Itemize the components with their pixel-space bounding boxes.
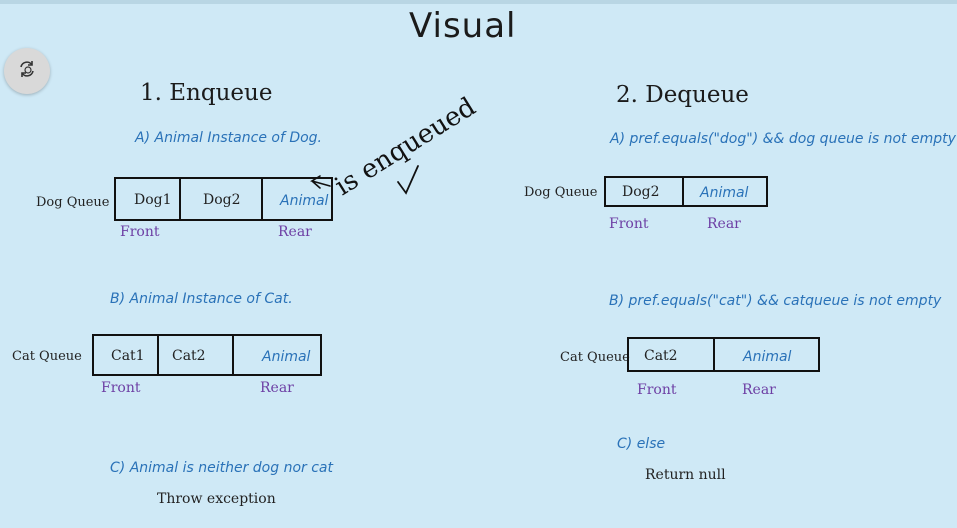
enqueue-dog-queue: Dog1 Dog2 Animal [114, 177, 333, 221]
dequeue-c-action: Return null [645, 467, 726, 483]
dequeue-c-label: C) else [617, 436, 666, 452]
enqueue-dog-rear: Rear [278, 224, 312, 240]
enqueue-c-label: C) Animal is neither dog nor cat [110, 460, 333, 476]
queue-cell: Cat2 [644, 348, 678, 364]
divider [713, 339, 715, 370]
dequeue-cat-front: Front [637, 382, 677, 398]
divider [232, 336, 234, 374]
dequeue-cat-queue-label: Cat Queue [560, 350, 630, 365]
enqueue-cat-rear: Rear [260, 380, 294, 396]
dequeue-dog-rear: Rear [707, 216, 741, 232]
divider [179, 179, 181, 219]
queue-cell: Animal [262, 349, 311, 365]
enqueue-cat-queue-label: Cat Queue [12, 349, 82, 364]
divider [682, 178, 684, 205]
queue-cell: Dog2 [622, 184, 660, 200]
queue-cell: Animal [700, 185, 749, 201]
divider [157, 336, 159, 374]
queue-cell: Animal [280, 193, 329, 209]
enqueue-dog-front: Front [120, 224, 160, 240]
enqueue-heading: 1. Enqueue [140, 80, 273, 106]
enqueue-dog-queue-label: Dog Queue [36, 195, 110, 210]
dequeue-dog-queue-label: Dog Queue [524, 185, 598, 200]
history-button[interactable] [4, 48, 50, 94]
queue-cell: Cat1 [111, 348, 145, 364]
top-border [0, 0, 957, 4]
dequeue-dog-queue: Dog2 Animal [604, 176, 768, 207]
queue-cell: Dog1 [134, 192, 172, 208]
dequeue-cat-queue: Cat2 Animal [627, 337, 820, 372]
dequeue-b-label: B) pref.equals("cat") && catqueue is not… [609, 293, 942, 309]
refresh-history-icon [17, 59, 37, 83]
dequeue-a-label: A) pref.equals("dog") && dog queue is no… [610, 131, 956, 147]
enqueue-c-action: Throw exception [157, 491, 276, 507]
enqueue-cat-queue: Cat1 Cat2 Animal [92, 334, 322, 376]
divider [261, 179, 263, 219]
dequeue-cat-rear: Rear [742, 382, 776, 398]
queue-cell: Animal [743, 349, 792, 365]
enqueue-a-label: A) Animal Instance of Dog. [135, 130, 323, 146]
page-title: Visual [409, 6, 517, 46]
queue-cell: Dog2 [203, 192, 241, 208]
annotation-text: is enqueued [330, 92, 481, 202]
enqueue-b-label: B) Animal Instance of Cat. [110, 291, 293, 307]
dequeue-heading: 2. Dequeue [616, 82, 749, 108]
queue-cell: Cat2 [172, 348, 206, 364]
dequeue-dog-front: Front [609, 216, 649, 232]
enqueue-cat-front: Front [101, 380, 141, 396]
